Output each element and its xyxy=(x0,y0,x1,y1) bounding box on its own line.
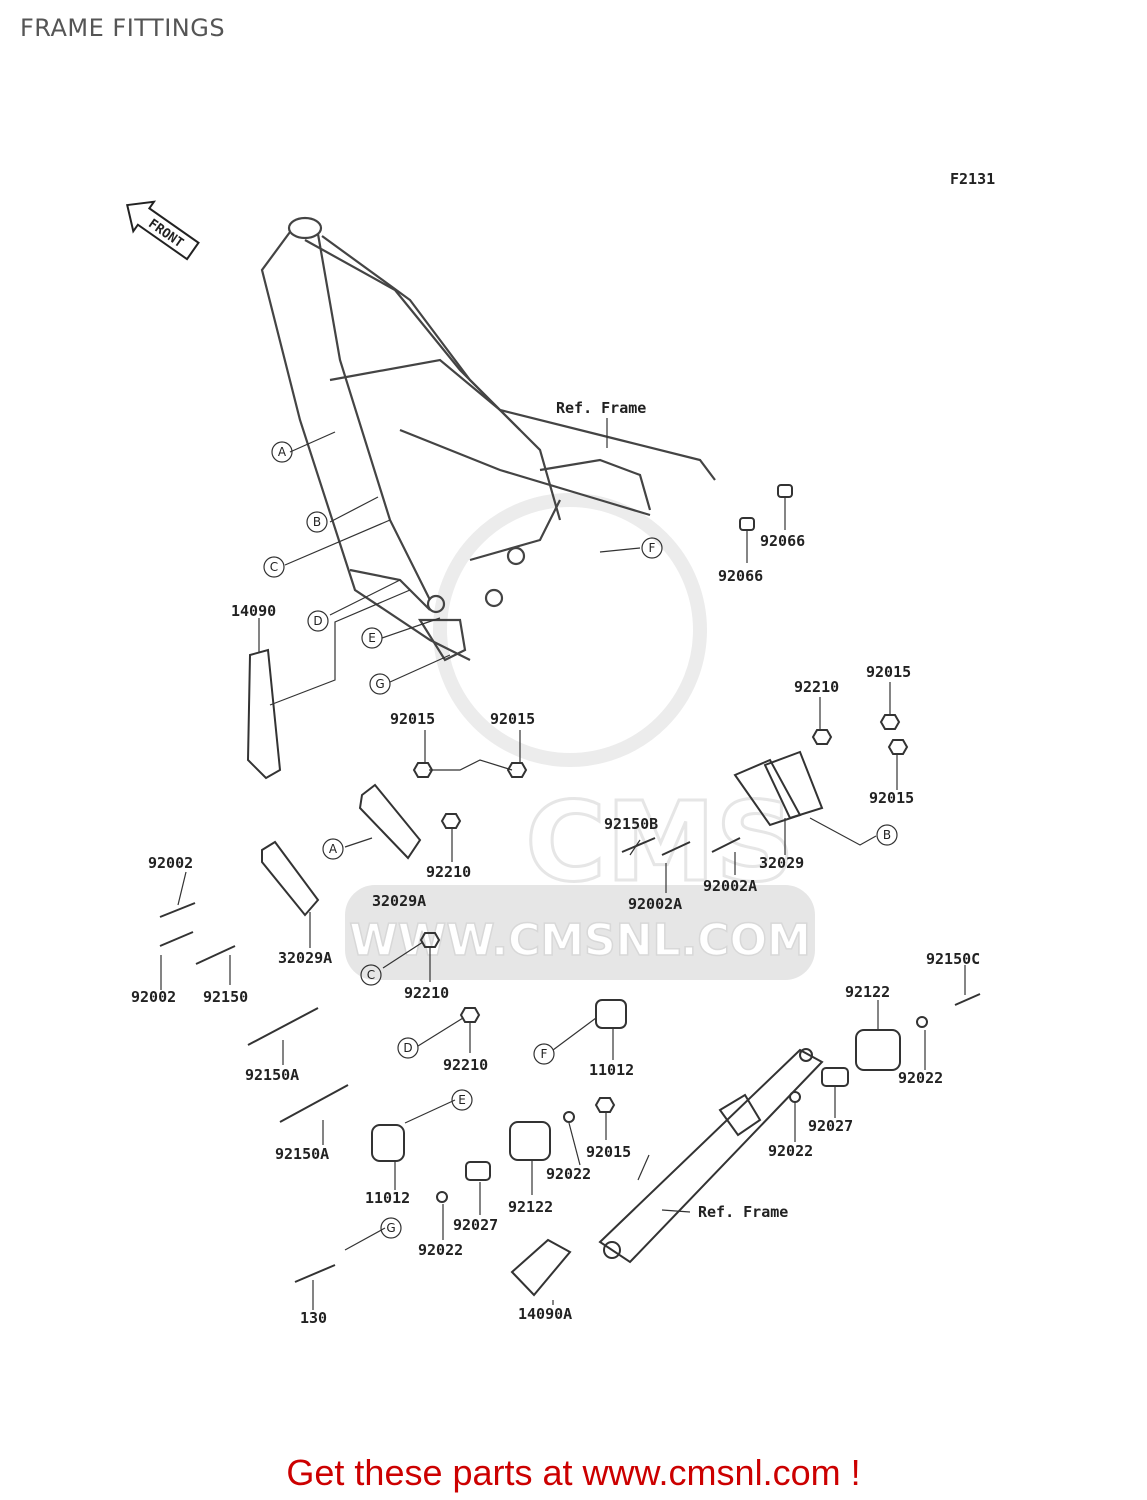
watermark-text: WWW.CMSNL.COM xyxy=(349,915,811,966)
svg-text:F: F xyxy=(541,1047,548,1061)
svg-text:F: F xyxy=(649,541,656,555)
page-title: FRAME FITTINGS xyxy=(20,14,226,42)
svg-text:E: E xyxy=(368,631,376,645)
label-92210-d: 92210 xyxy=(443,1056,488,1074)
callout-d-lower: D xyxy=(397,1037,419,1059)
label-92122-a: 92122 xyxy=(845,983,890,1001)
callout-e-lower: E xyxy=(451,1089,473,1111)
callout-g-lower: G xyxy=(380,1217,402,1239)
label-92027-b: 92027 xyxy=(453,1216,498,1234)
label-92015-e: 92015 xyxy=(586,1143,631,1161)
callout-a-upper: A xyxy=(271,441,293,463)
callout-c-upper: C xyxy=(263,556,285,578)
label-14090a: 14090A xyxy=(518,1305,572,1323)
figure-code: F2131 xyxy=(950,170,995,188)
label-92022-a: 92022 xyxy=(898,1069,943,1087)
label-32029: 32029 xyxy=(759,854,804,872)
cap-92066-a xyxy=(777,484,793,498)
label-92002-a: 92002 xyxy=(148,854,193,872)
label-92022-b: 92022 xyxy=(768,1142,813,1160)
label-92015-d: 92015 xyxy=(869,789,914,807)
label-92015-b: 92015 xyxy=(490,710,535,728)
leader-lines xyxy=(160,418,966,1310)
watermark: WWW.CMSNL.COM CMS xyxy=(345,493,815,980)
callouts: A B C D E F G A B C D E F G xyxy=(263,441,898,1239)
label-92066-a: 92066 xyxy=(760,532,805,550)
ref-frame-bottom: Ref. Frame xyxy=(698,1203,788,1221)
svg-text:B: B xyxy=(313,515,321,529)
label-11012-b: 11012 xyxy=(365,1189,410,1207)
plate-32029a-upper xyxy=(358,783,422,860)
callout-b-upper: B xyxy=(306,511,328,533)
label-92210-a: 92210 xyxy=(794,678,839,696)
motorcycle-frame xyxy=(260,216,716,662)
label-92015-a: 92015 xyxy=(390,710,435,728)
label-14090: 14090 xyxy=(231,602,276,620)
label-92150a-1: 92150A xyxy=(245,1066,299,1084)
callout-b-lower: B xyxy=(876,824,898,846)
callout-f-upper: F xyxy=(641,537,663,559)
plate-32029a-lower xyxy=(261,840,320,917)
svg-text:B: B xyxy=(883,828,891,842)
label-92002a-2: 92002A xyxy=(703,877,757,895)
label-92002a-1: 92002A xyxy=(628,895,682,913)
footer-link[interactable]: Get these parts at www.cmsnl.com ! xyxy=(286,1452,861,1493)
svg-text:E: E xyxy=(458,1093,466,1107)
label-92122-b: 92122 xyxy=(508,1198,553,1216)
label-92210-c: 92210 xyxy=(404,984,449,1002)
label-11012-a: 11012 xyxy=(589,1061,634,1079)
label-92150b: 92150B xyxy=(604,815,658,833)
label-92210-b: 92210 xyxy=(426,863,471,881)
label-92027-a: 92027 xyxy=(808,1117,853,1135)
label-92002-b: 92002 xyxy=(131,988,176,1006)
callout-d-upper: D xyxy=(307,610,329,632)
label-92066-b: 92066 xyxy=(718,567,763,585)
collars xyxy=(371,999,928,1203)
callout-a-lower: A xyxy=(322,838,344,860)
label-92015-c: 92015 xyxy=(866,663,911,681)
side-stand xyxy=(510,1048,824,1297)
svg-text:C: C xyxy=(367,968,375,982)
label-92022-c: 92022 xyxy=(546,1165,591,1183)
callout-f-lower: F xyxy=(533,1043,555,1065)
label-32029a-1: 32029A xyxy=(372,892,426,910)
label-92150: 92150 xyxy=(203,988,248,1006)
guard-14090 xyxy=(246,648,282,780)
label-92150a-2: 92150A xyxy=(275,1145,329,1163)
svg-text:G: G xyxy=(386,1221,395,1235)
bolts xyxy=(159,837,981,1283)
svg-text:D: D xyxy=(403,1041,412,1055)
part-labels: Ref. Frame Ref. Frame 14090 92066 92066 … xyxy=(131,399,980,1327)
label-92150c: 92150C xyxy=(926,950,980,968)
svg-text:A: A xyxy=(278,445,287,459)
pad-14090a xyxy=(510,1238,572,1297)
label-32029a-2: 32029A xyxy=(278,949,332,967)
label-130: 130 xyxy=(300,1309,327,1327)
nuts xyxy=(412,714,909,1113)
callout-g-upper: G xyxy=(369,673,391,695)
svg-text:A: A xyxy=(329,842,338,856)
svg-text:C: C xyxy=(270,560,278,574)
svg-text:G: G xyxy=(375,677,384,691)
plate-32029-b xyxy=(763,750,824,820)
ref-frame-top: Ref. Frame xyxy=(556,399,646,417)
cap-92066-b xyxy=(739,517,755,531)
front-arrow-icon: FRONT xyxy=(126,200,200,261)
svg-text:D: D xyxy=(313,614,322,628)
callout-e-upper: E xyxy=(361,627,383,649)
label-92022-d: 92022 xyxy=(418,1241,463,1259)
callout-c-lower: C xyxy=(360,964,382,986)
